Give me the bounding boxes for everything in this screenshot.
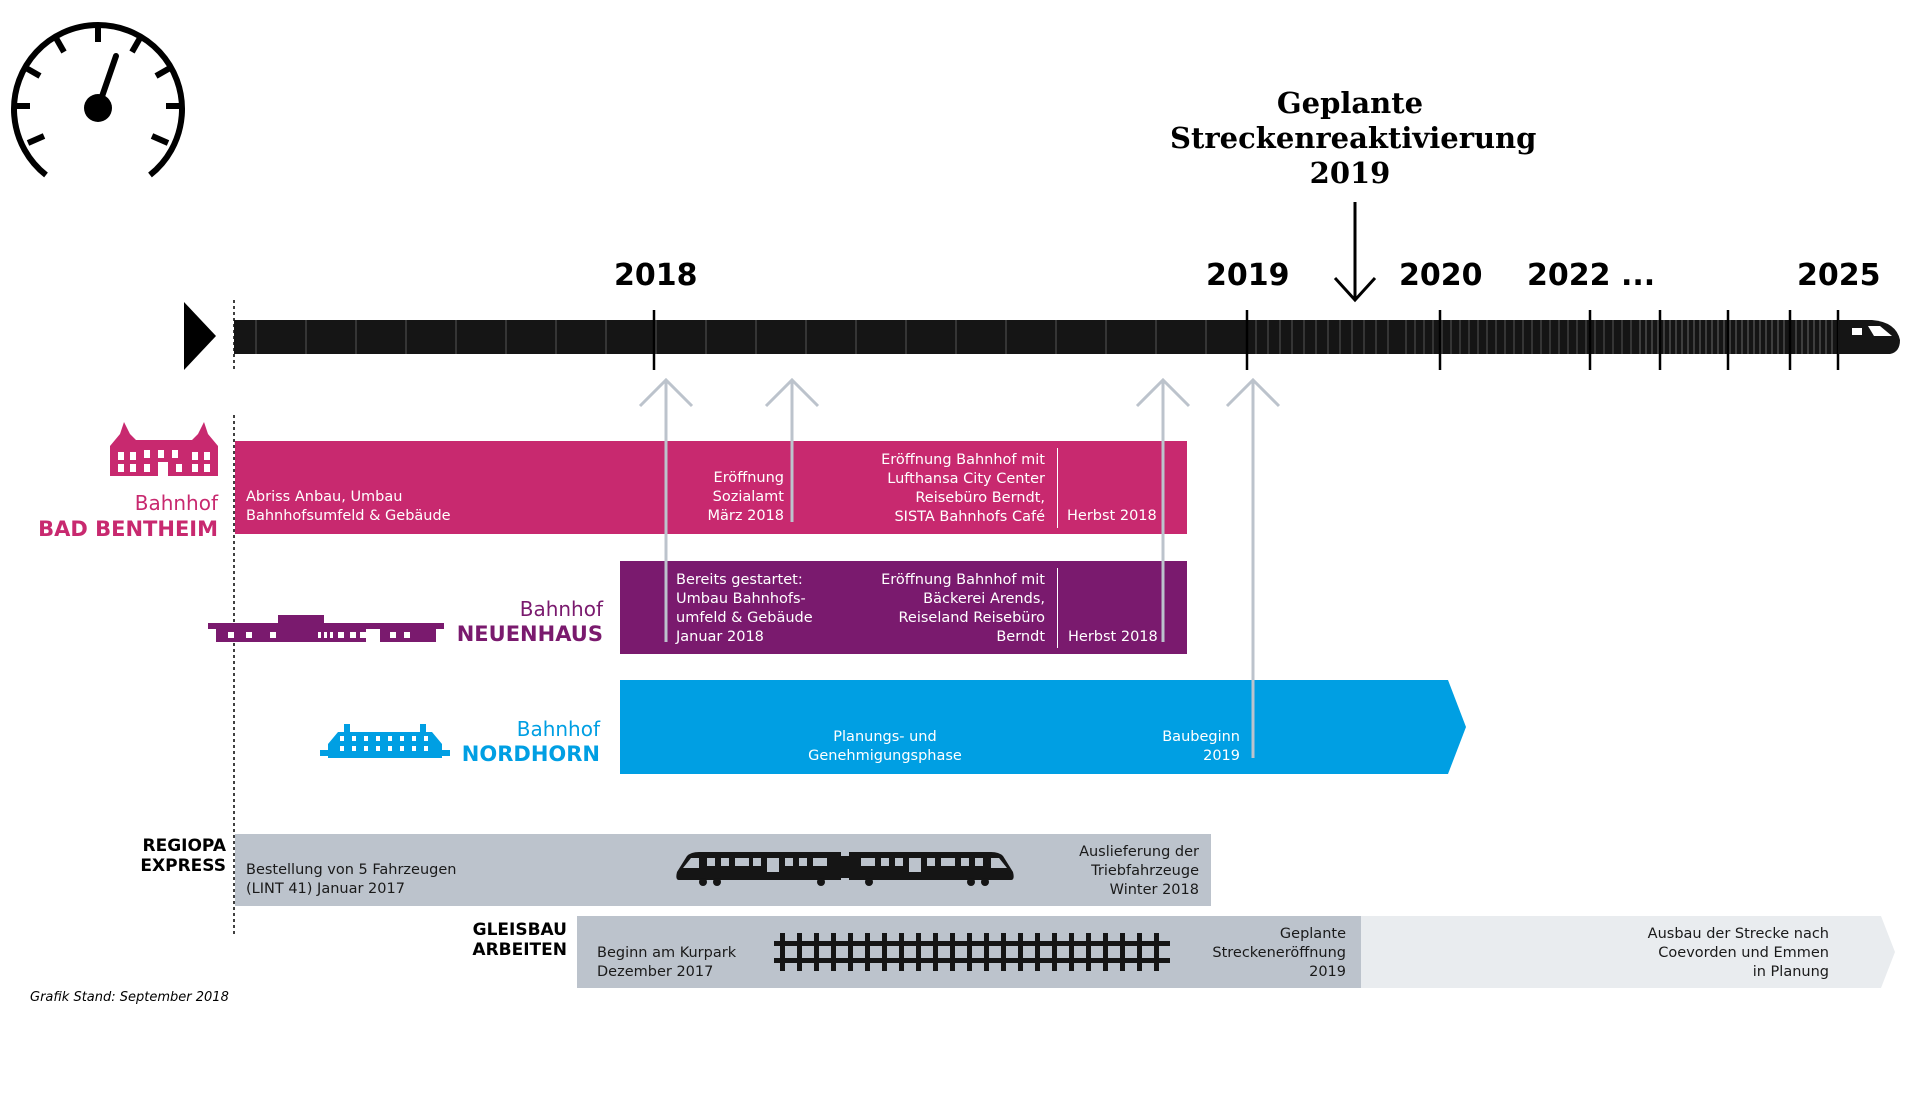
- track-sleeper: [967, 933, 972, 971]
- bad-bentheim-label-small: Bahnhof: [134, 491, 218, 515]
- track-sleeper: [797, 933, 802, 971]
- station-bad-bentheim-icon: [110, 422, 218, 476]
- track-sleeper: [882, 933, 887, 971]
- track-sleeper: [916, 933, 921, 971]
- station-neuenhaus-icon: [208, 615, 444, 642]
- year-2022: 2022 ...: [1527, 258, 1656, 293]
- year-2018: 2018: [614, 258, 698, 293]
- headline-line: 2019: [1309, 156, 1391, 190]
- track-sleeper: [950, 933, 955, 971]
- track-sleeper: [1086, 933, 1091, 971]
- timeline-track: [184, 300, 1900, 372]
- station-nordhorn-icon: [320, 724, 450, 758]
- track-sleeper: [984, 933, 989, 971]
- speedometer-icon: [11, 22, 185, 178]
- gleisbau-bar-extension: [1361, 916, 1895, 988]
- guide-line: [233, 415, 235, 935]
- train-lint41-icon: [676, 852, 1014, 886]
- nordhorn-label-small: Bahnhof: [516, 717, 600, 741]
- year-2025: 2025: [1797, 258, 1881, 293]
- year-2019: 2019: [1206, 258, 1290, 293]
- track-sleeper: [848, 933, 853, 971]
- track-sleeper: [1120, 933, 1125, 971]
- bad-bentheim-label-big: BAD BENTHEIM: [38, 517, 218, 541]
- year-2020: 2020: [1399, 258, 1483, 293]
- headline-line: Streckenreaktivierung: [1170, 121, 1537, 155]
- bad-bentheim-bar: [235, 441, 1187, 534]
- track-sleeper: [1052, 933, 1057, 971]
- bad-bentheim-text-4: Herbst 2018: [1067, 508, 1157, 524]
- neuenhaus-bar: [620, 561, 1187, 654]
- neuenhaus-label-small: Bahnhof: [519, 597, 603, 621]
- track-sleeper: [1137, 933, 1142, 971]
- track-sleeper: [1001, 933, 1006, 971]
- track-sleeper: [780, 933, 785, 971]
- neuenhaus-text-3: Herbst 2018: [1068, 629, 1158, 645]
- neuenhaus-label-big: NEUENHAUS: [456, 622, 603, 646]
- track-sleeper: [933, 933, 938, 971]
- track-sleeper: [1103, 933, 1108, 971]
- separator: [1057, 568, 1058, 648]
- track-sleeper: [831, 933, 836, 971]
- separator: [1057, 448, 1058, 528]
- arrow-down-icon: [1333, 202, 1377, 303]
- track-sleeper: [1069, 933, 1074, 971]
- track-icon: [774, 933, 1170, 971]
- track-sleeper: [1018, 933, 1023, 971]
- regiopa-text-1: Bestellung von 5 Fahrzeugen(LINT 41) Jan…: [246, 862, 457, 897]
- track-sleeper: [865, 933, 870, 971]
- track-sleeper: [814, 933, 819, 971]
- headline-line: Geplante: [1276, 86, 1424, 120]
- track-sleeper: [899, 933, 904, 971]
- milestone-arrows: [638, 377, 1281, 758]
- footnote: Grafik Stand: September 2018: [30, 990, 229, 1005]
- track-sleeper: [1035, 933, 1040, 971]
- headline: Geplante Streckenreaktivierung 2019: [1170, 86, 1537, 191]
- train-head-icon: [1838, 320, 1900, 354]
- nordhorn-label-big: NORDHORN: [461, 742, 600, 766]
- track-sleeper: [1154, 933, 1159, 971]
- neuenhaus-text-1: Bereits gestartet:Umbau Bahnhofs-umfeld …: [676, 572, 813, 645]
